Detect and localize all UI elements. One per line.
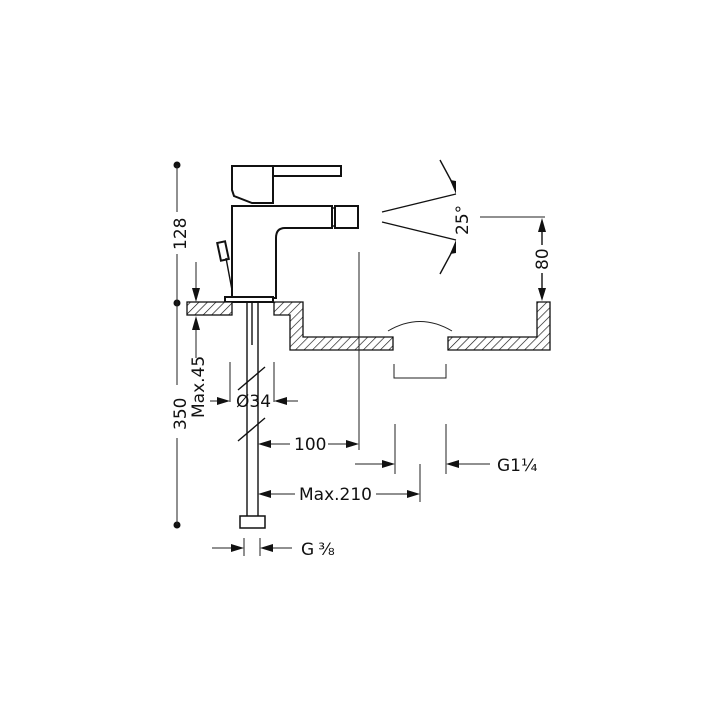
waste-thread-label: G1¼ [497, 456, 537, 476]
faucet-body [231, 205, 333, 299]
rim-height-dimension: 80 [480, 216, 553, 301]
bidet-rim-left [273, 301, 394, 351]
waste-thread-dimension: G1¼ [355, 424, 537, 476]
deck-left [186, 301, 233, 316]
waste-body [393, 364, 447, 379]
height-above-deck-label: 128 [171, 218, 191, 250]
base-flange [224, 296, 274, 303]
hose-connector [239, 515, 266, 529]
rim-height-label: 80 [533, 248, 553, 270]
spray-angle-label: 25° [453, 205, 473, 235]
popup-rod [216, 240, 230, 262]
deck-thickness-dimension: Max.45 [189, 262, 209, 418]
total-height-label: 350 [171, 398, 191, 430]
max-reach-dimension: Max.210 [258, 464, 421, 505]
faucet [216, 165, 359, 529]
diameter-dimension: Ø34 [210, 362, 298, 412]
max-reach-label: Max.210 [299, 485, 372, 505]
deck-section [186, 301, 551, 379]
cartridge-cap [231, 165, 274, 204]
diameter-label: Ø34 [236, 392, 271, 412]
spout-reach-label: 100 [294, 435, 326, 455]
spout-nozzle [334, 205, 359, 229]
drain-cap-arc [387, 321, 453, 332]
spout-reach-dimension: 100 [258, 252, 360, 455]
height-dimension: 128 350 [171, 161, 191, 529]
spray-angle-dimension: 25° [381, 159, 473, 275]
lever-handle [272, 165, 342, 177]
deck-thickness-label: Max.45 [189, 356, 209, 418]
bidet-rim-right [447, 301, 551, 351]
